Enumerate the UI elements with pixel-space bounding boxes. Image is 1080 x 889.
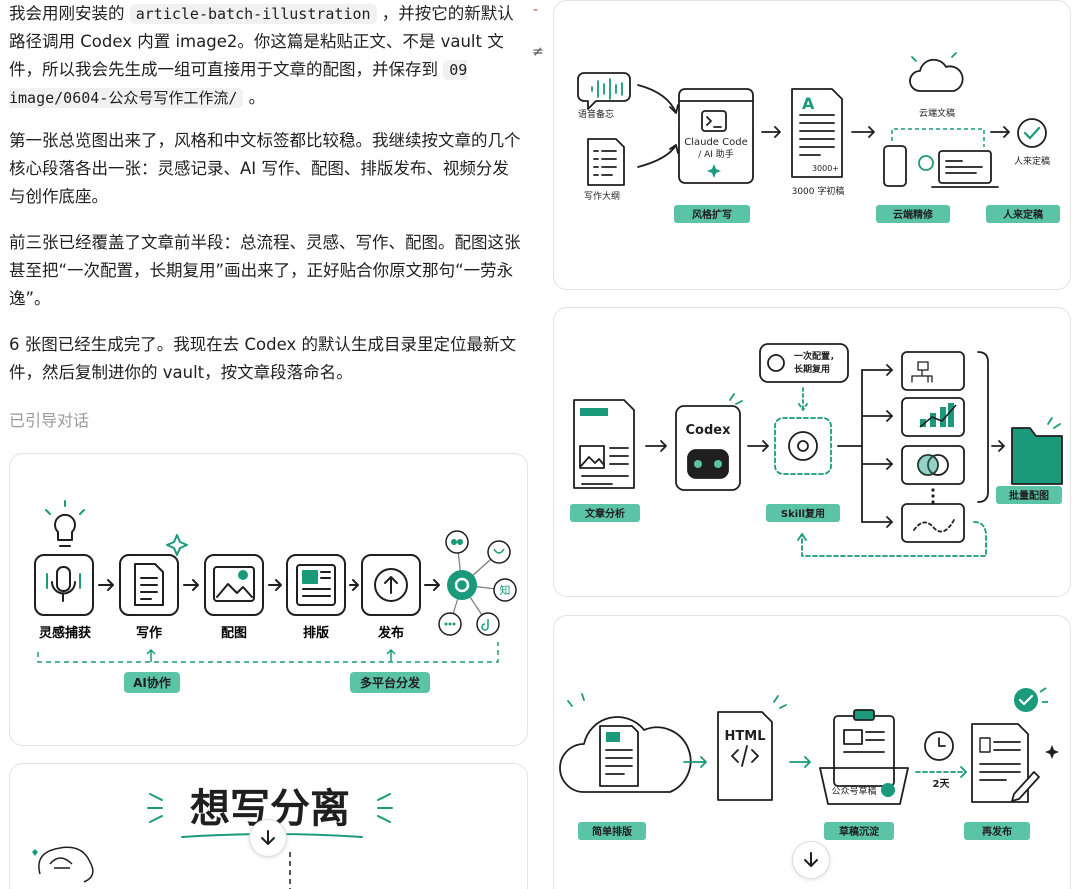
voice-memo-label: 语音备忘	[578, 108, 614, 120]
scroll-down-button-left[interactable]	[249, 819, 287, 857]
assistant-message-3: 前三张已经覆盖了文章前半段：总流程、灵感、写作、配图。配图这张甚至把“一次配置，…	[9, 233, 521, 308]
outline-label: 写作大纲	[584, 190, 620, 202]
writing-flow-illustration: 语音备忘 写作大纲 Claude Code / AI 助手 A 3000+ 30…	[577, 52, 1060, 223]
image-card-workflow[interactable]: 知 灵感捕获 写作 配图 排版 发布 AI协作 多平台分发	[9, 453, 528, 746]
batch-illustration-tag: 批量配图	[1009, 489, 1049, 502]
republish-tag: 再发布	[982, 825, 1012, 838]
step-label-2: 写作	[136, 625, 162, 641]
image-card-codex-skill[interactable]: Codex 一次配置， 长期复用 文章分析 Skill复用 批量配图	[553, 307, 1071, 597]
assistant-subtitle: / AI 助手	[698, 148, 734, 160]
platform-zhi-label: 知	[500, 583, 511, 597]
draft-label: 3000 字初稿	[792, 185, 845, 197]
separation-illustration: 想写分离	[32, 786, 393, 889]
chat-panel: 我会用刚安装的 article-batch-illustration ，并按它的…	[9, 0, 528, 889]
message-text-segment: 我会用刚安装的	[9, 4, 130, 23]
step-label-4: 排版	[303, 625, 329, 641]
simple-layout-tag: 简单排版	[592, 825, 632, 838]
draft-count: 3000+	[812, 164, 839, 173]
final-draft-tag: 人来定稿	[1003, 208, 1043, 221]
step-label-3: 配图	[221, 626, 247, 641]
message-text-segment: 。	[243, 88, 266, 107]
workflow-illustration: 知 灵感捕获 写作 配图 排版 发布 AI协作 多平台分发	[34, 500, 517, 693]
edge-marker-2: ≠	[532, 44, 544, 60]
assistant-title: Claude Code	[684, 137, 748, 148]
ai-collab-tag: AI协作	[133, 675, 171, 690]
skill-reuse-tag: Skill复用	[781, 507, 825, 520]
multi-platform-tag: 多平台分发	[360, 675, 421, 690]
draft-deposit-tag: 草稿沉淀	[839, 825, 880, 838]
config-line-2: 长期复用	[794, 363, 830, 375]
codex-label: Codex	[686, 423, 732, 438]
svg-text:A: A	[802, 94, 815, 113]
cloud-refine-tag: 云端精修	[893, 208, 934, 221]
step-label-5: 发布	[377, 625, 404, 641]
assistant-message-4: 6 张图已经生成完了。我现在去 Codex 的默认生成目录里定位最新文件，然后复…	[9, 335, 516, 382]
assistant-message-2: 第一张总览图出来了，风格和中文标签都比较稳。我继续按文章的几个核心段落各出一张：…	[9, 131, 521, 206]
edge-marker: -	[533, 2, 539, 18]
final-label: 人来定稿	[1014, 155, 1050, 167]
inline-code: article-batch-illustration	[129, 4, 377, 24]
arrow-down-icon	[261, 830, 275, 845]
guided-conversation-label: 已引导对话	[9, 411, 90, 430]
image-card-writing-flow[interactable]: 语音备忘 写作大纲 Claude Code / AI 助手 A 3000+ 30…	[553, 0, 1071, 290]
scroll-down-button-right[interactable]	[792, 841, 830, 879]
message-text-segment: ，并按它的新默认路径调用 Codex 内置 image2。你这篇是粘贴正文、不是…	[9, 4, 514, 79]
article-analysis-tag: 文章分析	[585, 507, 625, 520]
assistant-message-1: 我会用刚安装的 article-batch-illustration ，并按它的…	[9, 0, 524, 112]
style-expand-tag: 风格扩写	[692, 208, 732, 221]
html-label: HTML	[725, 729, 766, 744]
republish-illustration: HTML 公众号草稿 2天 简单排版 草稿沉淀 再发布	[559, 687, 1059, 840]
arrow-down-icon	[804, 852, 818, 867]
cloud-docs-label: 云端文稿	[919, 107, 955, 119]
config-line-1: 一次配置，	[794, 350, 839, 362]
codex-skill-illustration: Codex 一次配置， 长期复用 文章分析 Skill复用 批量配图	[570, 343, 1063, 557]
wechat-draft-label: 公众号草稿	[831, 785, 876, 797]
days-label: 2天	[933, 778, 951, 790]
step-label-1: 灵感捕获	[39, 625, 91, 641]
